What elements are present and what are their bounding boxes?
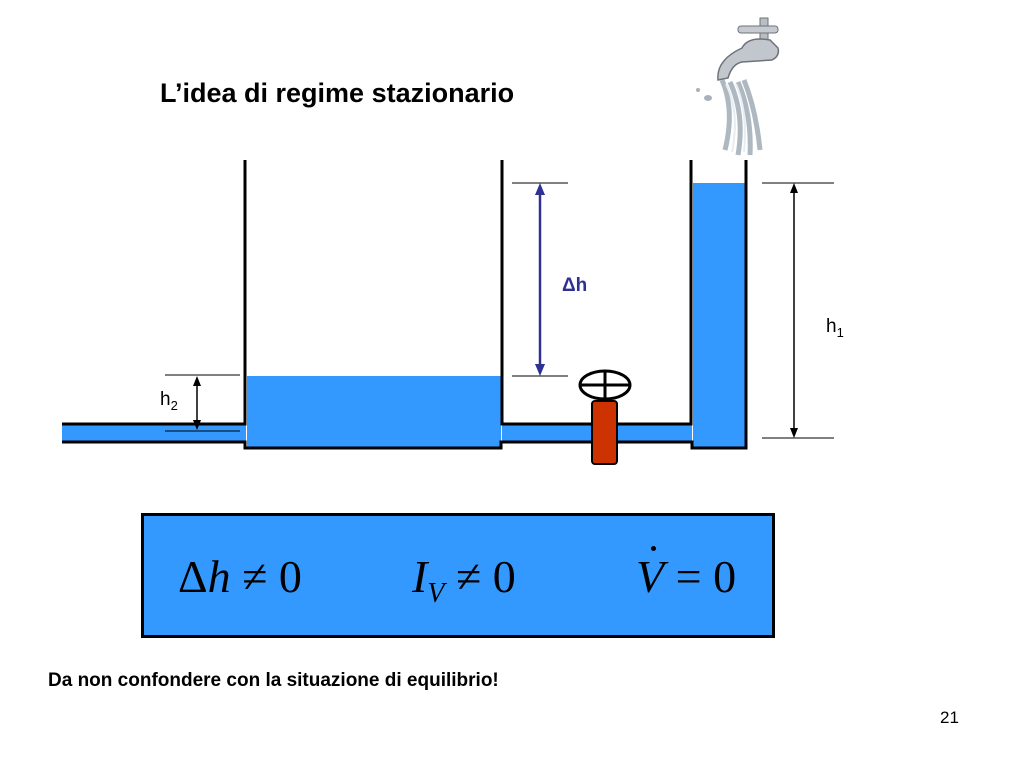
left-tank-water (247, 376, 501, 447)
formula-delta-h: Δh ≠ 0 (178, 551, 302, 602)
page-number: 21 (940, 708, 959, 727)
h2-measure (165, 374, 240, 432)
right-tank-water (693, 183, 745, 447)
formula-volume-rate: V = 0 (636, 546, 737, 602)
outlet-pipe-water (62, 425, 246, 441)
formula-flow-intensity: IV ≠ 0 (412, 551, 516, 609)
delta-h-label: Δh (562, 275, 588, 296)
tank-diagram (62, 17, 834, 465)
h1-label: h1 (826, 316, 844, 340)
faucet-icon (696, 17, 780, 156)
h1-measure (762, 182, 834, 439)
h2-label: h2 (160, 389, 178, 413)
valve-icon (578, 369, 632, 465)
footnote: Da non confondere con la situazione di e… (48, 670, 499, 691)
delta-h-measure (512, 182, 568, 377)
formula-box: Δh ≠ 0 IV ≠ 0 V = 0 (141, 513, 775, 638)
slide-title: L’idea di regime stazionario (160, 78, 515, 108)
